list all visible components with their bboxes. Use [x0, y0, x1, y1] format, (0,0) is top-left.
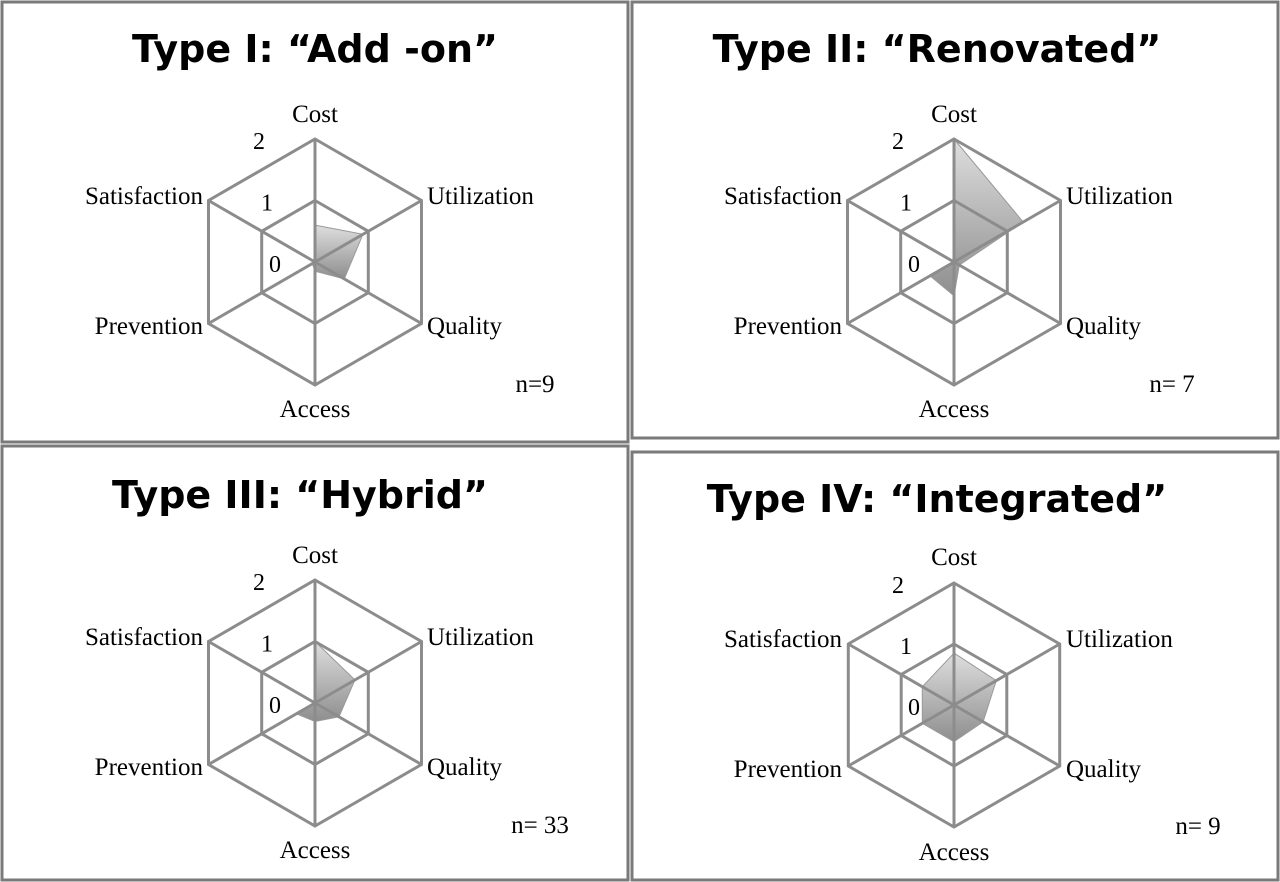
axis-label: Cost [292, 542, 338, 569]
axis-label: Prevention [734, 313, 843, 340]
tick-label: 0 [908, 695, 920, 721]
axis-label: Access [280, 396, 351, 423]
sample-size-label: n= 7 [1149, 371, 1194, 398]
axis-spoke [207, 199, 316, 264]
tick-label: 0 [908, 252, 920, 278]
panel-title: Type IV: “Integrated” [707, 477, 1167, 521]
axis-label: Utilization [1066, 183, 1173, 210]
tick-label: 1 [900, 634, 912, 660]
radar-panel: Type II: “Renovated” 0 1 2 CostUtilizationQu… [630, 0, 1280, 440]
panel-title: Type II: “Renovated” [713, 27, 1162, 71]
axis-label: Cost [292, 101, 338, 128]
axis-spoke [314, 701, 423, 766]
axis-label: Access [919, 839, 990, 866]
axis-label: Quality [1066, 313, 1141, 340]
axis-spoke [846, 260, 955, 325]
axis-label: Quality [427, 754, 502, 781]
axis-label: Prevention [95, 754, 204, 781]
axis-label: Cost [931, 101, 977, 128]
axis-label: Utilization [1066, 626, 1173, 653]
tick-label: 1 [900, 191, 912, 217]
panel-title: Type I: “Add -on” [132, 27, 498, 71]
axis-label: Quality [427, 313, 502, 340]
axis-label: Satisfaction [724, 626, 843, 653]
axis-spoke [953, 642, 1061, 707]
axis-spoke [314, 199, 423, 264]
axis-spoke [207, 640, 316, 705]
tick-label: 2 [253, 570, 265, 596]
tick-label: 0 [269, 252, 281, 278]
axis-label: Cost [931, 544, 977, 571]
radar-panel: Type I: “Add -on” 0 1 2 CostUtilizationQuali… [0, 0, 630, 444]
panel-title: Type III: “Hybrid” [112, 473, 488, 517]
axis-label: Prevention [95, 313, 204, 340]
axis-spoke [953, 199, 1062, 264]
axis-spoke [953, 260, 1062, 325]
sample-size-label: n= 9 [1175, 813, 1220, 840]
axis-label: Utilization [427, 624, 534, 651]
axis-spoke [847, 703, 955, 768]
axis-spoke [847, 642, 955, 707]
axis-spoke [846, 199, 955, 264]
axis-spoke [207, 260, 316, 325]
tick-label: 2 [892, 129, 904, 155]
axis-label: Quality [1066, 756, 1141, 783]
radar-panel: Type IV: “Integrated” 0 1 2 CostUtilizationQ… [630, 450, 1280, 882]
axis-label: Access [280, 837, 351, 864]
axis-spoke [207, 701, 316, 766]
axis-spoke [953, 703, 1061, 768]
axis-label: Satisfaction [85, 183, 204, 210]
axis-label: Access [919, 396, 990, 423]
tick-label: 1 [261, 191, 273, 217]
radar-panel: Type III: “Hybrid” 0 1 2 CostUtilizationQual… [0, 444, 630, 882]
sample-size-label: n= 33 [511, 812, 569, 839]
axis-spoke [314, 260, 423, 325]
axis-label: Utilization [427, 183, 534, 210]
tick-label: 2 [253, 129, 265, 155]
tick-label: 1 [261, 632, 273, 658]
tick-label: 0 [269, 693, 281, 719]
axis-label: Satisfaction [724, 183, 843, 210]
axis-spoke [314, 640, 423, 705]
sample-size-label: n=9 [515, 371, 554, 398]
tick-label: 2 [892, 573, 904, 599]
axis-label: Prevention [734, 756, 843, 783]
axis-label: Satisfaction [85, 624, 204, 651]
